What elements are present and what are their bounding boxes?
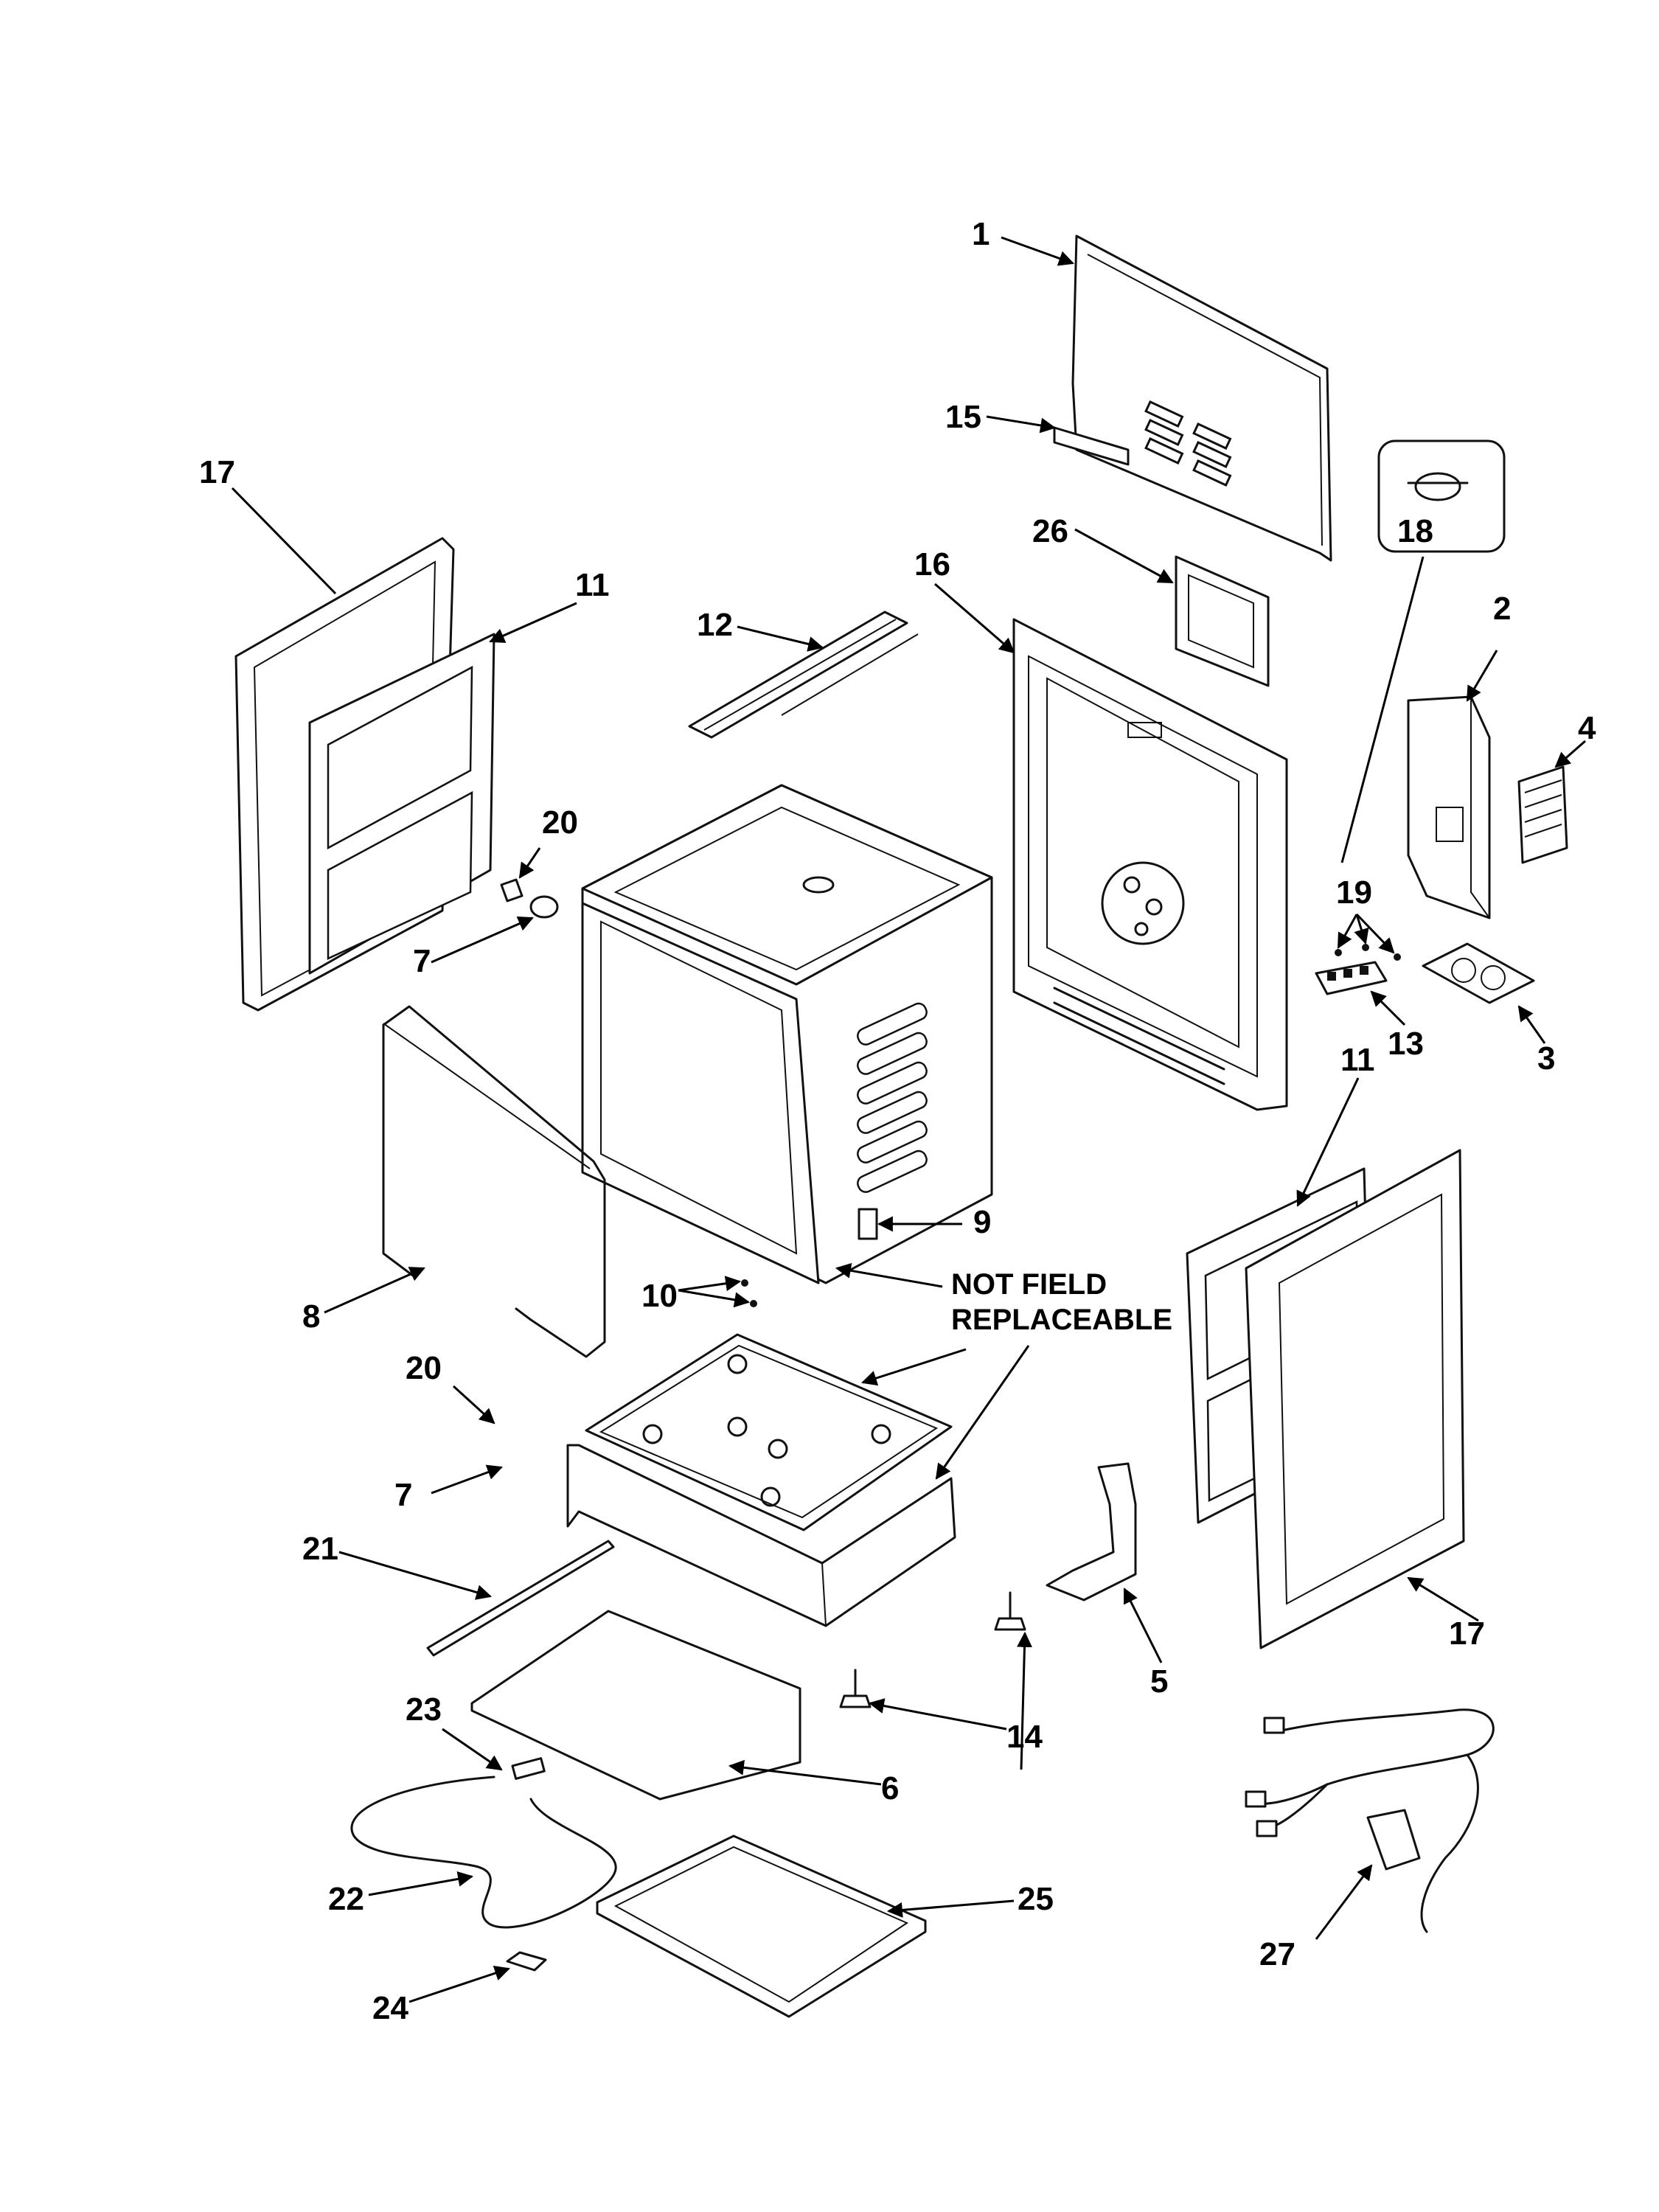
oven-back-frame-part bbox=[1012, 618, 1288, 1111]
callout-8: 8 bbox=[302, 1298, 320, 1335]
callout-4: 4 bbox=[1578, 710, 1596, 746]
callout-15: 15 bbox=[945, 399, 981, 435]
callout-20-top: 20 bbox=[542, 804, 578, 841]
not-field-replaceable-note: NOT FIELD REPLACEABLE bbox=[951, 1268, 1172, 1336]
callout-18: 18 bbox=[1397, 513, 1433, 549]
callout-19: 19 bbox=[1336, 874, 1372, 911]
hinge-20-part bbox=[500, 878, 524, 902]
bottom-panel-part bbox=[470, 1610, 801, 1801]
callout-16: 16 bbox=[914, 546, 950, 582]
power-cord-part bbox=[1245, 1708, 1495, 1933]
callout-10: 10 bbox=[641, 1278, 678, 1314]
light-window-part bbox=[1175, 555, 1270, 687]
rail-21-part bbox=[426, 1540, 615, 1657]
callout-11-right: 11 bbox=[1340, 1042, 1375, 1078]
grille-part bbox=[1517, 765, 1568, 864]
terminal-plate-part bbox=[1422, 942, 1535, 1004]
callout-3: 3 bbox=[1537, 1040, 1555, 1077]
oven-bottom-part bbox=[585, 1333, 953, 1531]
anti-tip-bracket-part bbox=[1046, 1462, 1137, 1601]
callout-11-left: 11 bbox=[575, 567, 610, 603]
callout-25: 25 bbox=[1018, 1881, 1054, 1917]
callout-14: 14 bbox=[1006, 1719, 1043, 1755]
callout-27: 27 bbox=[1259, 1936, 1295, 1972]
callout-26: 26 bbox=[1032, 513, 1068, 549]
callout-7-top: 7 bbox=[413, 943, 431, 979]
note-line-2: REPLACEABLE bbox=[951, 1304, 1172, 1336]
callout-12: 12 bbox=[697, 607, 733, 643]
callout-22: 22 bbox=[328, 1881, 364, 1917]
terminal-23-part bbox=[511, 1757, 546, 1780]
bracket-15-part bbox=[1053, 426, 1130, 466]
leveling-leg-b-part bbox=[839, 1669, 872, 1708]
tray-25-part bbox=[596, 1834, 927, 2018]
callout-13: 13 bbox=[1388, 1026, 1424, 1062]
rear-panel-part bbox=[1071, 234, 1332, 562]
rear-cover-box-part bbox=[1407, 695, 1491, 919]
callout-7-bottom: 7 bbox=[394, 1477, 412, 1513]
left-insulation-part bbox=[308, 633, 495, 975]
latch-9-part bbox=[858, 1208, 878, 1240]
callout-5: 5 bbox=[1150, 1663, 1168, 1700]
screws-19-part bbox=[1335, 944, 1401, 961]
callout-1: 1 bbox=[972, 216, 990, 252]
terminal-block-part bbox=[1315, 961, 1388, 995]
callout-2: 2 bbox=[1493, 591, 1511, 627]
thermostat-inset bbox=[1377, 439, 1506, 553]
callout-24: 24 bbox=[372, 1990, 408, 2026]
screw-10a-part bbox=[741, 1279, 748, 1287]
callout-9: 9 bbox=[973, 1204, 991, 1240]
right-side-panel-part bbox=[1245, 1149, 1465, 1649]
bake-element-part bbox=[350, 1775, 617, 1929]
top-brace-part bbox=[688, 611, 919, 739]
leveling-leg-a-part bbox=[994, 1591, 1026, 1631]
oven-cavity-part bbox=[581, 784, 993, 1284]
callout-17-right: 17 bbox=[1449, 1615, 1485, 1652]
callout-labels: 1 15 26 18 2 4 3 13 19 16 12 17 11 20 7 … bbox=[199, 216, 1596, 2026]
callout-17-left: 17 bbox=[199, 454, 235, 490]
callout-20-bottom: 20 bbox=[406, 1350, 442, 1386]
callout-21: 21 bbox=[302, 1531, 338, 1567]
note-line-1: NOT FIELD bbox=[951, 1268, 1107, 1301]
drawer-frame-part bbox=[566, 1444, 956, 1627]
door-gasket-part bbox=[382, 1005, 606, 1358]
grommet-7-part bbox=[529, 895, 559, 919]
leader-lines bbox=[231, 236, 1586, 2003]
screw-10b-part bbox=[750, 1300, 757, 1307]
callout-23: 23 bbox=[406, 1691, 442, 1728]
clip-24-part bbox=[506, 1951, 547, 1972]
callout-6: 6 bbox=[881, 1770, 899, 1806]
